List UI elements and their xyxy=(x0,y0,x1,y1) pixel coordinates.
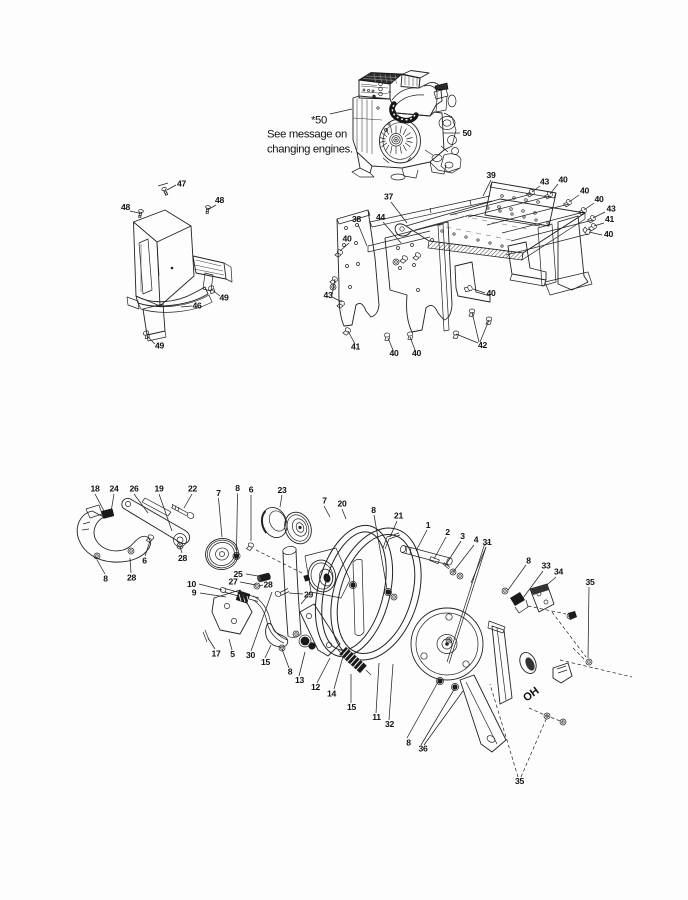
svg-text:23: 23 xyxy=(278,485,287,495)
svg-text:5: 5 xyxy=(230,649,235,659)
svg-text:40: 40 xyxy=(487,288,496,298)
svg-text:40: 40 xyxy=(559,175,568,185)
svg-text:33: 33 xyxy=(542,561,551,571)
svg-text:3: 3 xyxy=(460,531,465,541)
svg-text:4: 4 xyxy=(474,535,479,545)
svg-text:44: 44 xyxy=(376,212,385,222)
svg-text:40: 40 xyxy=(412,348,421,358)
svg-text:40: 40 xyxy=(595,194,604,204)
svg-text:8: 8 xyxy=(406,738,411,748)
svg-text:32: 32 xyxy=(385,719,394,729)
svg-text:39: 39 xyxy=(487,170,496,180)
svg-text:50: 50 xyxy=(463,128,472,138)
svg-text:49: 49 xyxy=(155,341,164,351)
svg-text:28: 28 xyxy=(178,553,187,563)
svg-text:12: 12 xyxy=(311,682,320,692)
svg-text:18: 18 xyxy=(91,484,100,494)
svg-text:8: 8 xyxy=(526,556,531,566)
svg-text:40: 40 xyxy=(604,229,613,239)
svg-text:42: 42 xyxy=(478,340,487,350)
svg-text:10: 10 xyxy=(187,579,196,589)
svg-text:See message on: See message on xyxy=(267,129,347,141)
svg-text:8: 8 xyxy=(288,667,293,677)
svg-text:35: 35 xyxy=(586,577,595,587)
svg-text:1: 1 xyxy=(426,520,431,530)
svg-text:6: 6 xyxy=(249,485,254,495)
svg-text:6: 6 xyxy=(142,556,147,566)
svg-text:8: 8 xyxy=(371,505,376,515)
svg-text:2: 2 xyxy=(445,527,450,537)
svg-text:*50: *50 xyxy=(311,115,327,127)
svg-text:25: 25 xyxy=(234,569,243,579)
svg-text:40: 40 xyxy=(343,234,352,244)
svg-text:34: 34 xyxy=(554,567,563,577)
svg-text:26: 26 xyxy=(130,484,139,494)
svg-text:28: 28 xyxy=(127,573,136,583)
svg-text:13: 13 xyxy=(295,675,304,685)
svg-text:19: 19 xyxy=(155,484,164,494)
svg-text:20: 20 xyxy=(338,499,347,509)
svg-text:28: 28 xyxy=(264,580,273,590)
svg-text:35: 35 xyxy=(515,776,524,786)
svg-text:27: 27 xyxy=(229,577,238,587)
svg-text:47: 47 xyxy=(177,179,186,189)
svg-text:15: 15 xyxy=(261,657,270,667)
svg-text:7: 7 xyxy=(322,496,327,506)
svg-text:43: 43 xyxy=(324,290,333,300)
svg-text:46: 46 xyxy=(193,301,202,311)
svg-text:14: 14 xyxy=(327,689,336,699)
svg-text:48: 48 xyxy=(121,202,130,212)
svg-text:8: 8 xyxy=(235,483,240,493)
svg-text:37: 37 xyxy=(384,192,393,202)
svg-text:11: 11 xyxy=(372,712,381,722)
svg-text:8: 8 xyxy=(103,574,108,584)
svg-text:7: 7 xyxy=(216,488,221,498)
svg-text:17: 17 xyxy=(212,649,221,659)
svg-text:9: 9 xyxy=(192,588,197,598)
svg-text:49: 49 xyxy=(220,293,229,303)
svg-text:41: 41 xyxy=(605,214,614,224)
svg-text:changing engines.: changing engines. xyxy=(267,144,353,156)
svg-text:48: 48 xyxy=(215,195,224,205)
svg-text:24: 24 xyxy=(110,484,119,494)
svg-text:40: 40 xyxy=(390,348,399,358)
svg-text:41: 41 xyxy=(351,342,360,352)
svg-text:40: 40 xyxy=(580,186,589,196)
svg-text:22: 22 xyxy=(188,484,197,494)
svg-text:43: 43 xyxy=(540,177,549,187)
svg-text:43: 43 xyxy=(607,204,616,214)
svg-text:30: 30 xyxy=(246,650,255,660)
svg-text:21: 21 xyxy=(394,511,403,521)
svg-text:15: 15 xyxy=(347,702,356,712)
svg-text:31: 31 xyxy=(483,537,492,547)
svg-text:36: 36 xyxy=(419,744,428,754)
